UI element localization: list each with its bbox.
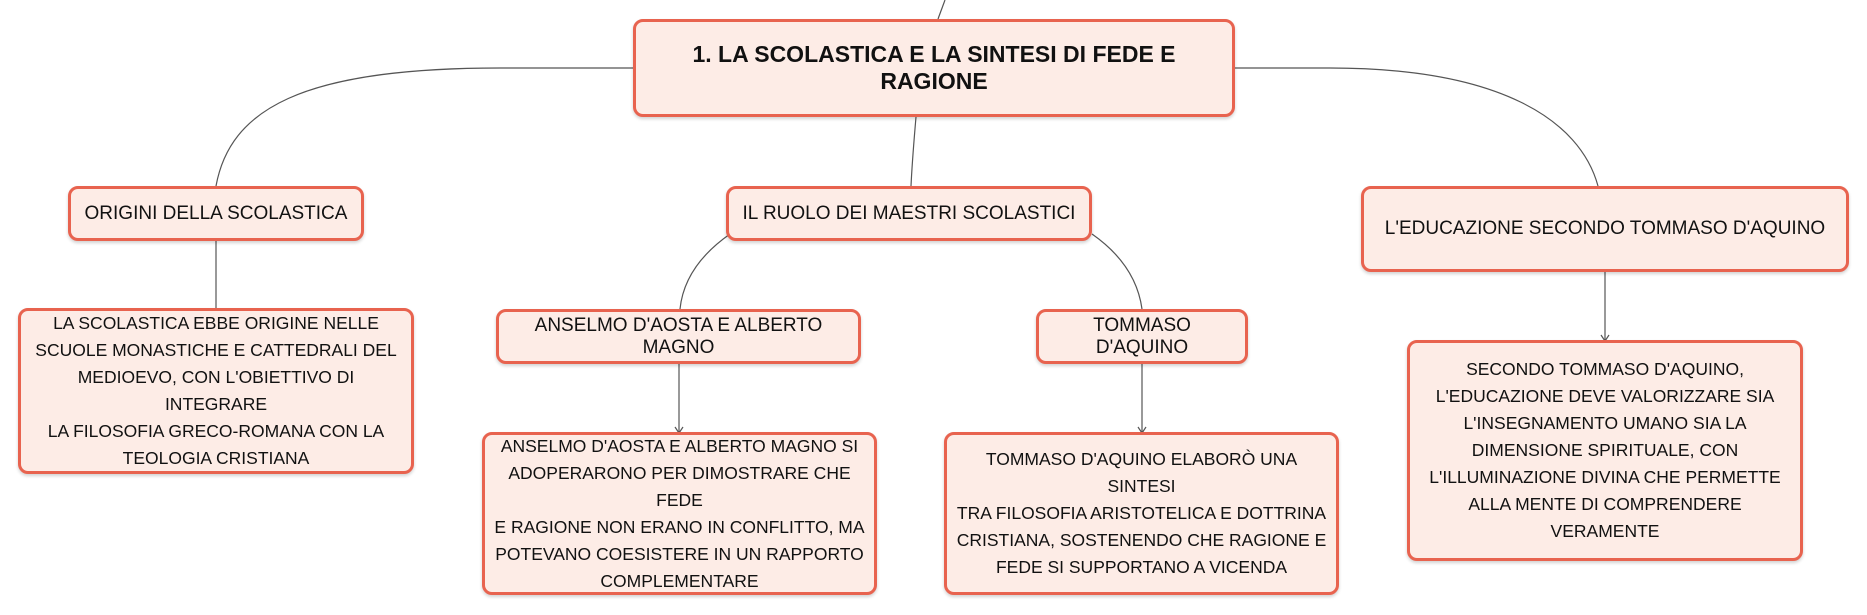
subtopic-anselmo-node[interactable]: ANSELMO D'AOSTA E ALBERTO MAGNO (496, 309, 861, 364)
connector-root-to-origini (215, 67, 633, 187)
detail-line: ANSELMO D'AOSTA E ALBERTO MAGNO SI (500, 435, 859, 456)
topic-ruolo-label: IL RUOLO DEI MAESTRI SCOLASTICI (742, 202, 1076, 224)
detail-line: DIMENSIONE SPIRITUALE, CON (1471, 440, 1739, 460)
detail-anselmo-node[interactable]: ANSELMO D'AOSTA E ALBERTO MAGNO SI ADOPE… (482, 432, 877, 595)
detail-tommaso-node[interactable]: TOMMASO D'AQUINO ELABORÒ UNA SINTESI TRA… (944, 432, 1339, 595)
detail-line: CRISTIANA, SOSTENENDO CHE RAGIONE E (956, 530, 1327, 550)
detail-line: ADOPERARONO PER DIMOSTRARE CHE FEDE (508, 462, 851, 510)
subtopic-tommaso-label: TOMMASO D'AQUINO (1093, 314, 1191, 358)
detail-tommaso-text: TOMMASO D'AQUINO ELABORÒ UNA SINTESI TRA… (955, 446, 1328, 581)
topic-ruolo-node[interactable]: IL RUOLO DEI MAESTRI SCOLASTICI (726, 186, 1092, 241)
topic-origini-label: ORIGINI DELLA SCOLASTICA (84, 202, 348, 224)
detail-line: L'EDUCAZIONE DEVE VALORIZZARE SIA (1435, 386, 1775, 406)
subtopic-tommaso-node[interactable]: TOMMASO D'AQUINO (1036, 309, 1248, 364)
detail-line: POTEVANO COESISTERE IN UN RAPPORTO (495, 543, 864, 564)
detail-line: L'ILLUMINAZIONE DIVINA CHE PERMETTE (1429, 467, 1781, 487)
detail-origini-text: LA SCOLASTICA EBBE ORIGINE NELLE SCUOLE … (29, 310, 403, 472)
detail-line: SCUOLE MONASTICHE E CATTEDRALI DEL (35, 340, 397, 360)
detail-educazione-node[interactable]: SECONDO TOMMASO D'AQUINO, L'EDUCAZIONE D… (1407, 340, 1803, 561)
connector-ruolo-to-anselmo (679, 233, 731, 310)
topic-educazione-node[interactable]: L'EDUCAZIONE SECONDO TOMMASO D'AQUINO (1361, 186, 1849, 272)
root-topic-node[interactable]: 1. LA SCOLASTICA E LA SINTESI DI FEDE E … (633, 19, 1235, 117)
subtopic-anselmo-label: ANSELMO D'AOSTA E ALBERTO MAGNO (534, 314, 823, 358)
detail-origini-node[interactable]: LA SCOLASTICA EBBE ORIGINE NELLE SCUOLE … (18, 308, 414, 474)
detail-line: TRA FILOSOFIA ARISTOTELICA E DOTTRINA (956, 503, 1327, 523)
connector-root-to-ruolo (910, 116, 917, 187)
detail-line: FEDE SI SUPPORTANO A VICENDA (995, 557, 1288, 577)
topic-origini-node[interactable]: ORIGINI DELLA SCOLASTICA (68, 186, 364, 241)
detail-line: L'INSEGNAMENTO UMANO SIA LA (1463, 413, 1747, 433)
detail-line: SECONDO TOMMASO D'AQUINO, (1466, 359, 1744, 379)
topic-educazione-label: L'EDUCAZIONE SECONDO TOMMASO D'AQUINO (1384, 218, 1826, 239)
detail-line: ALLA MENTE DI COMPRENDERE VERAMENTE (1468, 494, 1742, 541)
detail-educazione-text: SECONDO TOMMASO D'AQUINO, L'EDUCAZIONE D… (1418, 356, 1792, 545)
detail-line: COMPLEMENTARE (600, 570, 759, 591)
detail-line: TOMMASO D'AQUINO ELABORÒ UNA SINTESI (985, 449, 1298, 496)
detail-anselmo-text: ANSELMO D'AOSTA E ALBERTO MAGNO SI ADOPE… (493, 433, 866, 595)
detail-line: LA SCOLASTICA EBBE ORIGINE NELLE (53, 313, 379, 333)
detail-line: E RAGIONE NON ERANO IN CONFLITTO, MA (494, 516, 865, 537)
connector-root-to-educazione (1235, 67, 1599, 187)
detail-line: TEOLOGIA CRISTIANA (122, 448, 310, 468)
connector-parent-to-root (937, 0, 946, 20)
detail-line: MEDIOEVO, CON L'OBIETTIVO DI INTEGRARE (77, 367, 355, 414)
connector-ruolo-to-tommaso (1091, 233, 1143, 310)
root-topic-label: 1. LA SCOLASTICA E LA SINTESI DI FEDE E … (692, 41, 1176, 94)
detail-line: LA FILOSOFIA GRECO-ROMANA CON LA (47, 421, 385, 441)
